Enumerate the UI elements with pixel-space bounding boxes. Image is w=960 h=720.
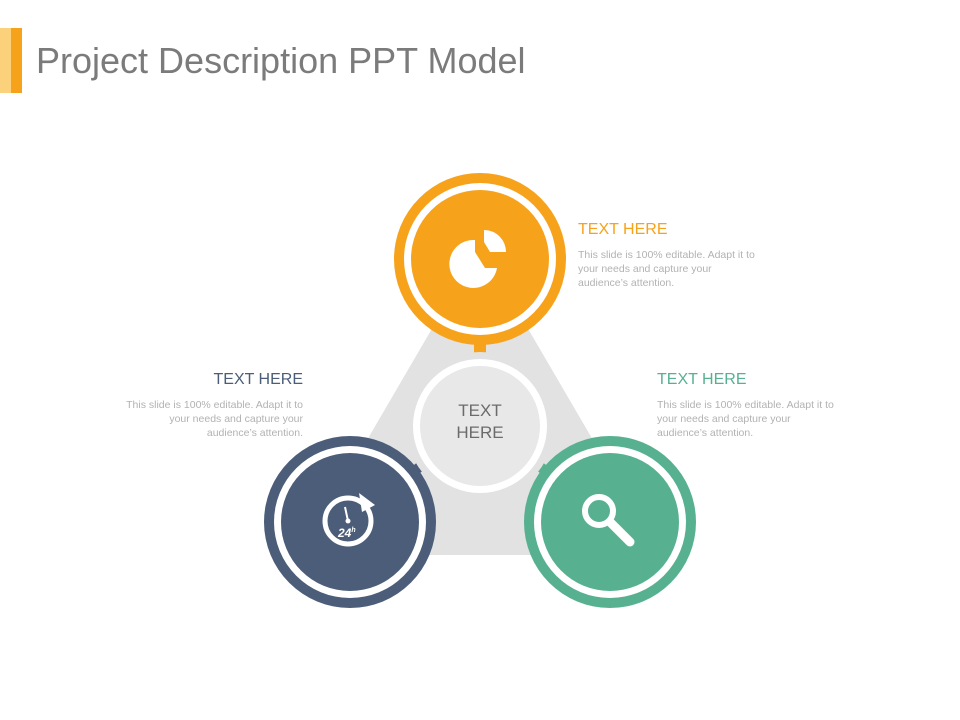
center-label-line1: TEXT (458, 401, 502, 420)
center-circle-inner (420, 366, 540, 486)
text-block-left: TEXT HERE This slide is 100% editable. A… (119, 371, 303, 440)
center-label: TEXT HERE (420, 400, 540, 444)
body-right: This slide is 100% editable. Adapt it to… (657, 399, 834, 439)
node-top (394, 173, 566, 345)
accent-bar-dark (11, 28, 22, 93)
clock-label: 24h (337, 526, 356, 540)
accent-bar-light (0, 28, 11, 93)
text-block-right: TEXT HERE This slide is 100% editable. A… (657, 371, 841, 440)
heading-right: TEXT HERE (657, 371, 747, 388)
heading-left: TEXT HERE (213, 371, 304, 388)
title-accent-bar (0, 28, 22, 93)
heading-top: TEXT HERE (578, 221, 668, 238)
24-hours-icon: 24h (322, 493, 375, 547)
body-top: This slide is 100% editable. Adapt it to… (578, 249, 755, 289)
clock-sup: h (351, 527, 355, 534)
page-title: Project Description PPT Model (36, 40, 526, 81)
text-block-top: TEXT HERE This slide is 100% editable. A… (578, 221, 762, 290)
center-label-line2: HERE (456, 423, 504, 442)
magnifier-icon (582, 494, 635, 547)
pie-chart-icon (449, 230, 506, 288)
body-left: This slide is 100% editable. Adapt it to… (126, 399, 303, 439)
